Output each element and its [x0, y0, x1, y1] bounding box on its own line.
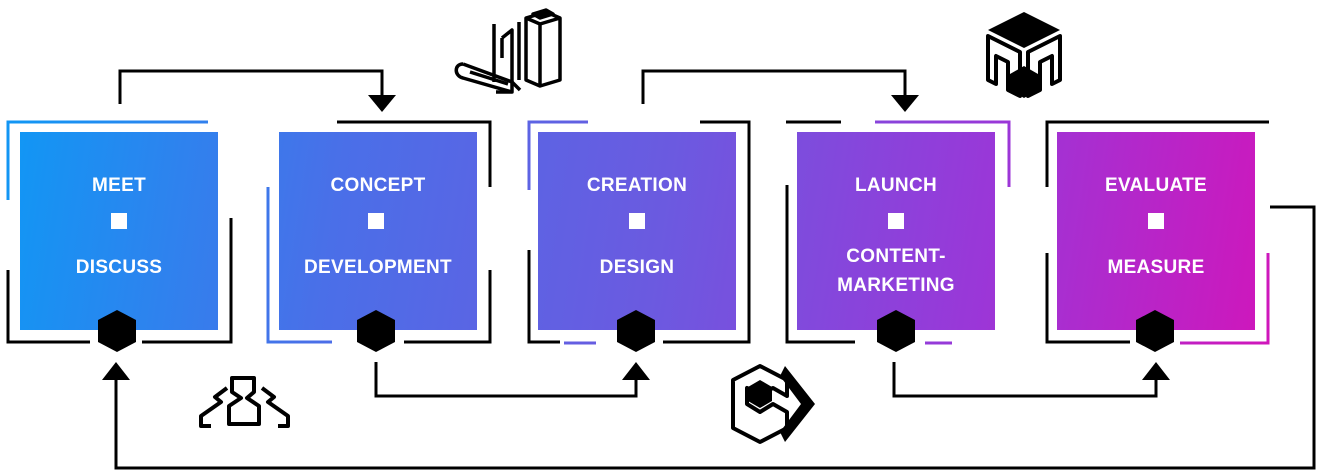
- arrow-down-icon: [368, 95, 396, 112]
- arrowheads: [102, 95, 1170, 380]
- hexagon-icon: [98, 310, 136, 352]
- m-cube-logo-icon: [986, 12, 1062, 98]
- connector-creation-to-launch: [641, 69, 907, 104]
- hex-nodes: [98, 310, 1174, 352]
- separator-square: [111, 213, 127, 229]
- frame-accents: [6, 120, 1270, 345]
- separator-square: [629, 213, 645, 229]
- step-separators: [111, 213, 1164, 229]
- team-icon: [199, 376, 290, 428]
- connector-concept-to-creation: [374, 362, 638, 398]
- step-evaluate-label: EVALUATE: [1105, 175, 1207, 196]
- step-measure-label: MEASURE: [1107, 257, 1204, 278]
- step-meet-label: MEET: [92, 175, 146, 196]
- step-box-creation: [538, 132, 736, 330]
- step-box-evaluate: [1057, 132, 1255, 330]
- step-marketing-label: MARKETING: [837, 275, 955, 296]
- step-launch-label: LAUNCH: [855, 175, 937, 196]
- step-box-concept: [279, 132, 477, 330]
- step-design-label: DESIGN: [600, 257, 675, 278]
- hexagon-icon: [617, 310, 655, 352]
- hexagon-icon: [877, 310, 915, 352]
- cube-logo-icon: [731, 364, 815, 444]
- connector-launch-to-evaluate: [892, 362, 1158, 398]
- arrow-up-icon: [622, 362, 650, 380]
- connector-meet-to-concept: [118, 69, 384, 104]
- step-creation-label: CREATION: [587, 175, 687, 196]
- step-labels: MEET DISCUSS CONCEPT DEVELOPMENT CREATIO…: [76, 175, 1207, 296]
- frame-brackets: [6, 120, 1269, 344]
- step-boxes: [20, 132, 1255, 330]
- connector-return-loop: [114, 205, 1316, 470]
- step-development-label: DEVELOPMENT: [304, 257, 452, 278]
- step-discuss-label: DISCUSS: [76, 257, 163, 278]
- arrow-up-icon: [1142, 362, 1170, 380]
- step-concept-label: CONCEPT: [331, 175, 426, 196]
- arrow-up-icon: [102, 362, 130, 380]
- hexagon-icon: [357, 310, 395, 352]
- step-content-label: CONTENT-: [846, 246, 946, 267]
- blueprint-icon: [454, 8, 562, 94]
- hexagon-icon: [1136, 310, 1174, 352]
- step-box-meet: [20, 132, 218, 330]
- separator-square: [888, 213, 904, 229]
- separator-square: [1148, 213, 1164, 229]
- flow-connectors: [114, 69, 1316, 470]
- separator-square: [368, 213, 384, 229]
- step-box-launch: [797, 132, 995, 330]
- arrow-down-icon: [891, 95, 919, 112]
